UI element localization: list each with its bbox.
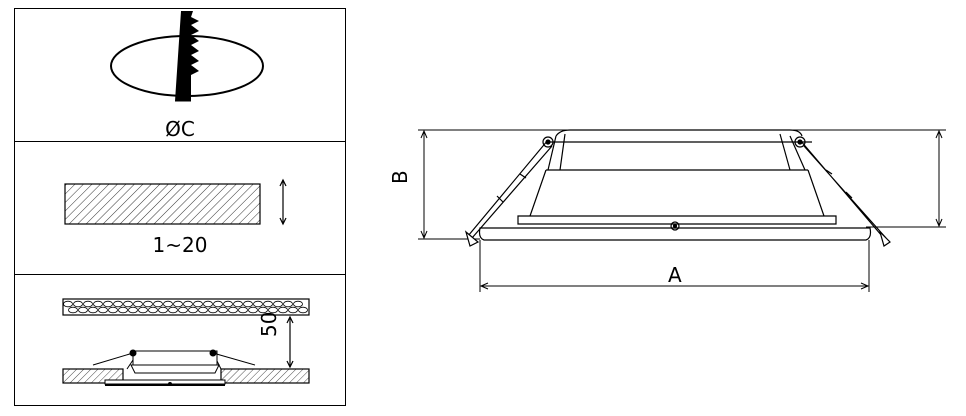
clearance-arrow-icon xyxy=(286,315,294,369)
cutout-panel: ØC xyxy=(15,9,345,142)
installed-luminaire xyxy=(92,349,256,386)
ceiling-board-illustration xyxy=(64,178,287,226)
luminaire-body xyxy=(464,129,891,247)
saw-blade-icon xyxy=(175,11,199,101)
ceiling-board xyxy=(64,183,261,225)
thickness-range-label: 1~20 xyxy=(152,233,208,257)
hole-diameter-label: ØC xyxy=(165,117,195,141)
width-dimension-arrow xyxy=(479,240,870,292)
thickness-panel: 1~20 xyxy=(15,142,345,275)
cutout-illustration xyxy=(110,11,264,102)
clearance-panel: 50 xyxy=(15,275,345,406)
height-label: B xyxy=(388,170,412,184)
width-label: A xyxy=(668,263,682,287)
thickness-arrow-icon xyxy=(279,178,287,226)
ceiling-right xyxy=(220,368,310,384)
installation-panels: ØC 1~20 xyxy=(14,8,346,406)
height-dimension-arrow xyxy=(420,129,428,240)
right-height-dimension-arrow xyxy=(935,129,943,228)
insulation-layer xyxy=(62,298,310,316)
installed-illustration xyxy=(62,298,310,386)
